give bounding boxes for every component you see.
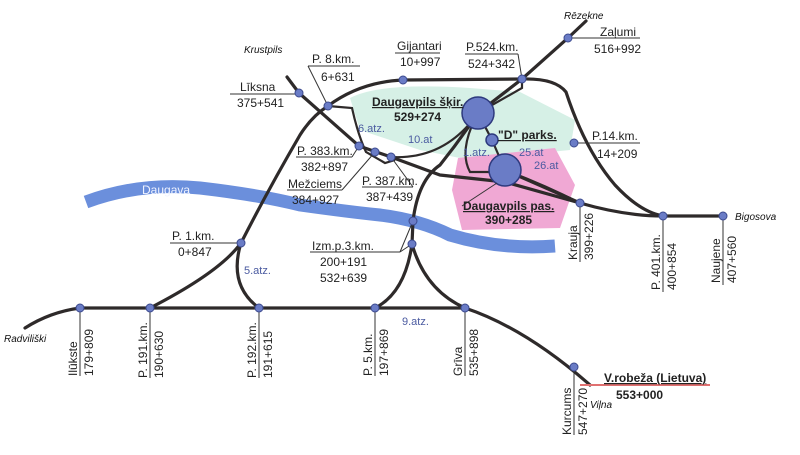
station-daugavpils-skir[interactable] (461, 96, 495, 130)
km: 524+342 (468, 57, 515, 71)
station-gijantari[interactable]: Gijantari 10+997 (395, 39, 442, 85)
station-p8[interactable]: P. 8.km. 6+631 (307, 52, 360, 111)
station-p14[interactable]: P.14.km. 14+209 (569, 129, 640, 161)
siding-9: 9.atz. (402, 316, 429, 328)
station-p5[interactable]: P. 5.km. 197+869 (361, 303, 391, 376)
label: Ilūkste (66, 341, 80, 376)
station-kurcums[interactable]: Kurcums 547+270 (560, 362, 590, 435)
station-p524[interactable]: P.524.km. 524+342 (465, 40, 527, 84)
km: 375+541 (237, 96, 284, 110)
siding-1: 1.atz. (463, 147, 490, 159)
station-p401[interactable]: P. 401.km. 400+854 (649, 211, 679, 292)
station-daugavpils-pas[interactable] (488, 153, 522, 187)
km: 0+847 (178, 245, 212, 259)
km: 179+809 (82, 329, 96, 376)
km: 407+560 (725, 236, 739, 283)
station-km-pas: 390+285 (485, 213, 532, 227)
skir-zone (350, 86, 575, 160)
label: P. 401.km. (649, 234, 663, 290)
label: Grīva (451, 346, 465, 376)
label: Gijantari (397, 39, 442, 53)
station-label-skir: Daugavpils šķir. (372, 95, 463, 109)
label: P.524.km. (466, 40, 518, 54)
label: P. 1.km. (172, 229, 214, 243)
station-krauja[interactable]: Krauja 399+226 (566, 198, 596, 262)
label: P. 8.km. (312, 52, 354, 66)
direction-rezekne: Rēzekne (564, 11, 604, 22)
km: 200+191 (320, 255, 367, 269)
station-label-pas: Daugavpils pas. (463, 199, 554, 213)
station-p387[interactable]: P. 387.km. 387+439 (362, 152, 418, 204)
km: 516+992 (594, 42, 641, 56)
km: 547+270 (576, 388, 590, 435)
station-ilukste[interactable]: Ilūkste 179+809 (66, 303, 96, 376)
km: 14+209 (597, 147, 638, 161)
km: 384+927 (292, 193, 339, 207)
label: Mežciems (288, 177, 342, 191)
km2: 532+639 (320, 271, 367, 285)
label: Naujene (709, 238, 723, 283)
km: 399+226 (582, 213, 596, 260)
label: P. 387.km. (362, 174, 418, 188)
station-p383[interactable]: P. 383.km. 382+897 (296, 141, 364, 174)
station-p191[interactable]: P. 191.km. 190+630 (136, 303, 166, 378)
border-km: 553+000 (616, 388, 663, 402)
station-km-skir: 529+274 (394, 110, 441, 124)
label: P. 191.km. (136, 322, 150, 378)
station-p1[interactable]: P. 1.km. 0+847 (170, 229, 246, 259)
km: 6+631 (321, 70, 355, 84)
label: Zaļumi (600, 25, 636, 39)
km: 191+615 (261, 331, 275, 378)
direction-radviliski: Radviliški (4, 334, 47, 345)
station-izm[interactable]: Izm.p.3.km. 200+191 532+639 (310, 216, 418, 285)
km: 10+997 (400, 55, 441, 69)
river-daugava (83, 180, 556, 254)
label: Līksna (240, 80, 276, 94)
station-liksna[interactable]: Līksna 375+541 (230, 80, 304, 110)
km: 535+898 (467, 329, 481, 376)
km: 387+439 (366, 190, 413, 204)
label: P. 192.km. (245, 322, 259, 378)
label: Izm.p.3.km. (312, 239, 374, 253)
siding-26: 26.at (534, 160, 558, 172)
siding-5: 5.atz. (244, 265, 271, 277)
station-label-dparks: "D" parks. (498, 128, 557, 142)
direction-vilna: Viļna (590, 400, 612, 411)
station-griva[interactable]: Grīva 535+898 (451, 303, 481, 376)
direction-krustpils: Krustpils (244, 45, 282, 56)
label: P. 5.km. (361, 334, 375, 376)
km: 190+630 (152, 331, 166, 378)
pas-zone (452, 148, 575, 230)
station-d-parks[interactable] (485, 133, 499, 147)
siding-10: 10.at (408, 134, 432, 146)
station-p192[interactable]: P. 192.km. 191+615 (245, 303, 275, 378)
river-label: Daugava (142, 183, 190, 197)
label: P.14.km. (592, 129, 638, 143)
station-mezciems[interactable]: Mežciems 384+927 (287, 147, 380, 207)
label: Krauja (566, 225, 580, 260)
station-naujene[interactable]: Naujene 407+560 (709, 211, 739, 285)
siding-6: 6.atz. (358, 123, 385, 135)
border-label: V.robeža (Lietuva) (604, 371, 706, 385)
label: Kurcums (560, 388, 574, 435)
siding-25: 25.at (519, 147, 543, 159)
km: 400+854 (665, 243, 679, 290)
direction-bigosova: Bigosova (735, 212, 777, 223)
label: P. 383.km. (297, 144, 353, 158)
km: 382+897 (301, 160, 348, 174)
km: 197+869 (377, 329, 391, 376)
station-zalumi[interactable]: Zaļumi 516+992 (563, 25, 641, 56)
